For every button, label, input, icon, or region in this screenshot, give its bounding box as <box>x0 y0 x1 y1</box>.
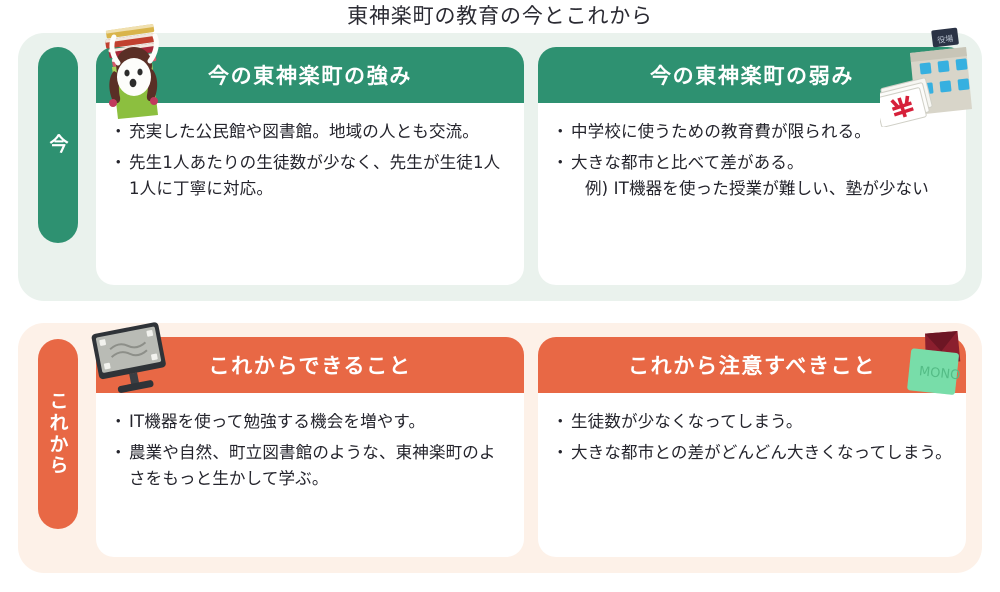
panel-body-current-strengths: 充実した公民館や図書館。地域の人とも交流。 先生1人あたりの生徒数が少なく、先生… <box>96 103 524 285</box>
section-future: これから <box>18 322 982 573</box>
panel-header-current-weaknesses: 今の東神楽町の弱み <box>538 47 966 103</box>
list-item: 大きな都市と比べて差がある。 例) IT機器を使った授業が難しい、塾が少ない <box>552 150 952 203</box>
panels-future: これからできること IT機器を使って勉強する機会を増やす。 農業や自然、町立図書… <box>91 322 966 557</box>
bullet-text: 先生1人あたりの生徒数が少なく、先生が生徒1人1人に丁寧に対応。 <box>129 152 501 199</box>
bullet-text: 中学校に使うための教育費が限られる。 <box>571 122 871 141</box>
page-title: 東神楽町の教育の今とこれから <box>347 4 653 28</box>
panel-body-current-weaknesses: 中学校に使うための教育費が限られる。 大きな都市と比べて差がある。 例) IT機… <box>538 103 966 285</box>
list-item: 中学校に使うための教育費が限られる。 <box>552 119 952 146</box>
section-now: 今 <box>18 24 982 301</box>
era-tab-now: 今 <box>38 47 78 243</box>
list-item: 充実した公民館や図書館。地域の人とも交流。 <box>110 119 510 146</box>
list-item: IT機器を使って勉強する機会を増やす。 <box>110 409 510 436</box>
panel-future-risks: MONO これから注意すべきこと 生徒数が少なくなってしまう。 大きな都市との差… <box>538 330 966 557</box>
list-item: 農業や自然、町立図書館のような、東神楽町のよさをもっと生かして学ぶ。 <box>110 440 510 493</box>
list-item: 先生1人あたりの生徒数が少なく、先生が生徒1人1人に丁寧に対応。 <box>110 150 510 203</box>
svg-text:役場: 役場 <box>937 33 954 45</box>
panel-current-weaknesses: 役場 <box>538 27 972 285</box>
bullet-list-current-weaknesses: 中学校に使うための教育費が限られる。 大きな都市と比べて差がある。 例) IT機… <box>552 119 952 203</box>
panel-header-future-risks: これから注意すべきこと <box>538 337 966 393</box>
panel-body-future-opportunities: IT機器を使って勉強する機会を増やす。 農業や自然、町立図書館のような、東神楽町… <box>96 393 524 557</box>
panel-future-opportunities: これからできること IT機器を使って勉強する機会を増やす。 農業や自然、町立図書… <box>91 322 524 557</box>
panel-body-future-risks: 生徒数が少なくなってしまう。 大きな都市との差がどんどん大きくなってしまう。 <box>538 393 966 557</box>
bullet-text: 充実した公民館や図書館。地域の人とも交流。 <box>129 122 479 141</box>
bullet-text: 生徒数が少なくなってしまう。 <box>571 412 803 431</box>
list-item: 生徒数が少なくなってしまう。 <box>552 409 952 436</box>
bullet-text: IT機器を使って勉強する機会を増やす。 <box>129 412 426 431</box>
bullet-list-future-opportunities: IT機器を使って勉強する機会を増やす。 農業や自然、町立図書館のような、東神楽町… <box>110 409 510 493</box>
bullet-text: 大きな都市との差がどんどん大きくなってしまう。 <box>571 442 952 462</box>
list-item: 大きな都市との差がどんどん大きくなってしまう。 <box>552 440 952 467</box>
bullet-text: 大きな都市と比べて差がある。 <box>571 152 804 172</box>
bullet-list-current-strengths: 充実した公民館や図書館。地域の人とも交流。 先生1人あたりの生徒数が少なく、先生… <box>110 119 510 203</box>
bullet-text: 農業や自然、町立図書館のような、東神楽町のよさをもっと生かして学ぶ。 <box>129 442 496 489</box>
panels-now: 今の東神楽町の強み 充実した公民館や図書館。地域の人とも交流。 先生1人あたりの… <box>96 24 972 285</box>
panel-header-future-opportunities: これからできること <box>96 337 524 393</box>
bullet-sub-note: 例) IT機器を使った授業が難しい、塾が少ない <box>585 179 929 199</box>
panel-current-strengths: 今の東神楽町の強み 充実した公民館や図書館。地域の人とも交流。 先生1人あたりの… <box>96 24 524 285</box>
panel-header-current-strengths: 今の東神楽町の強み <box>96 47 524 103</box>
bullet-list-future-risks: 生徒数が少なくなってしまう。 大きな都市との差がどんどん大きくなってしまう。 <box>552 409 952 467</box>
era-tab-future: これから <box>38 339 78 529</box>
